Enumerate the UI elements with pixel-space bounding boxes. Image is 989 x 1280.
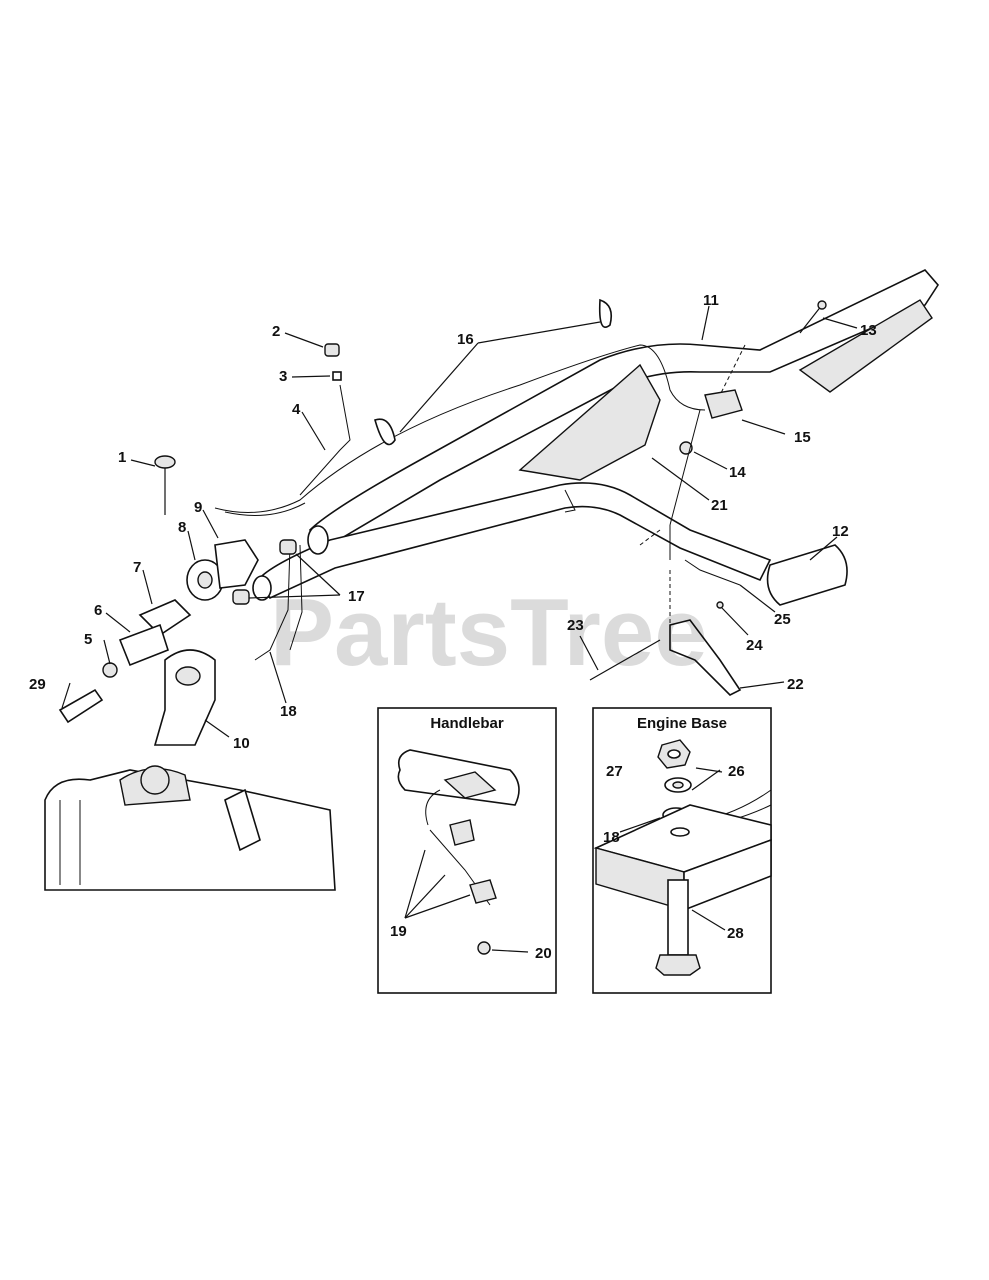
callout-18b: 18 <box>603 829 620 846</box>
callout-13: 13 <box>860 322 877 339</box>
callout-1: 1 <box>118 449 126 466</box>
callout-3: 3 <box>279 368 287 385</box>
callout-11: 11 <box>703 292 719 309</box>
callout-28: 28 <box>727 925 744 942</box>
engine-base-inset: Engine Base 27 26 18 28 <box>592 707 772 994</box>
callout-6: 6 <box>94 602 102 619</box>
callout-5: 5 <box>84 631 92 648</box>
callout-20: 20 <box>535 945 552 962</box>
watermark: PartsTree <box>270 579 708 686</box>
callout-10: 10 <box>233 735 250 752</box>
callout-25: 25 <box>774 611 791 628</box>
callout-26: 26 <box>728 763 745 780</box>
leader-lines <box>61 305 858 738</box>
callout-29: 29 <box>29 676 46 693</box>
cables <box>214 344 706 661</box>
handlebar-inset-title: Handlebar <box>430 715 504 732</box>
handlebar-inset: Handlebar 19 20 <box>377 707 557 994</box>
callout-15: 15 <box>794 429 811 446</box>
callout-18: 18 <box>280 703 297 720</box>
callout-19: 19 <box>390 923 407 940</box>
callout-23: 23 <box>567 617 584 634</box>
callout-8: 8 <box>178 519 186 536</box>
callout-21: 21 <box>711 497 728 514</box>
callout-27: 27 <box>606 763 623 780</box>
callout-7: 7 <box>133 559 141 576</box>
callout-22: 22 <box>787 676 804 693</box>
grip-12 <box>766 544 848 606</box>
callout-2: 2 <box>272 323 280 340</box>
handlebar-assembly <box>252 269 939 606</box>
callout-24: 24 <box>746 637 763 654</box>
engine-block <box>44 765 336 891</box>
callout-17: 17 <box>348 588 365 605</box>
callout-numbers: 1 2 3 4 5 6 7 8 9 10 11 12 13 14 15 16 1… <box>29 292 877 752</box>
callout-12: 12 <box>832 523 849 540</box>
callout-14: 14 <box>729 464 746 481</box>
small-parts <box>58 298 827 746</box>
callout-4: 4 <box>292 401 301 418</box>
callout-9: 9 <box>194 499 202 516</box>
engine-base-inset-title: Engine Base <box>637 715 727 732</box>
callout-16: 16 <box>457 331 474 348</box>
